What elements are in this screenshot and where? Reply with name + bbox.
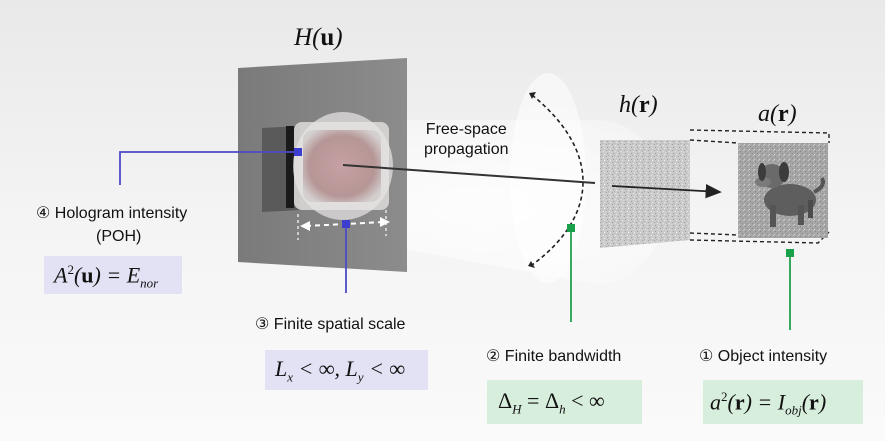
object-box-bottom <box>689 232 739 236</box>
hologram-intensity-sublabel: (POH) <box>96 228 142 245</box>
hologram-intensity-equation: A2(u) = Enor <box>54 262 159 291</box>
psf-plane <box>600 140 690 248</box>
hologram-slm-edge <box>286 126 294 208</box>
constraint-2-number: ② <box>486 348 501 365</box>
wavefront-arrow-bottom <box>528 261 535 268</box>
hologram-pattern <box>303 130 381 202</box>
wavefront-arrow-top <box>529 92 536 99</box>
object-box-top-inner <box>689 139 739 144</box>
object-box-bottom-outer <box>689 231 830 244</box>
spatial-scale-equation-box: Lx < ∞, Ly < ∞ <box>265 350 428 390</box>
bandwidth-equation-box: ΔH = Δh < ∞ <box>487 380 642 424</box>
hologram-intensity-label: ④ Hologram intensity <box>36 203 187 223</box>
spatial-scale-equation: Lx < ∞, Ly < ∞ <box>275 356 406 385</box>
constraint-1-number: ① <box>699 348 714 365</box>
object-intensity-equation-box: a2(r) = Iobj(r) <box>703 380 863 424</box>
spatial-scale-arrow-right <box>380 217 390 227</box>
object-symbol: a(r) <box>758 101 797 127</box>
constraint-3-text: Finite spatial scale <box>273 316 406 333</box>
bandwidth-label: ② Finite bandwidth <box>486 346 621 366</box>
free-space-line2: propagation <box>424 141 509 158</box>
constraint-2-text: Finite bandwidth <box>504 348 622 365</box>
propagation-axis <box>342 164 596 184</box>
object-intensity-label: ① Object intensity <box>699 346 827 366</box>
dog-figure <box>755 162 825 227</box>
constraint-3-number: ③ <box>255 316 270 333</box>
hologram-intensity-callout <box>119 151 298 185</box>
wavefront-arc <box>531 94 584 266</box>
free-space-line1: Free-space <box>425 121 507 138</box>
spatial-scale-marker <box>342 220 350 228</box>
object-intensity-marker <box>786 249 794 257</box>
constraint-4-number: ④ <box>36 205 51 222</box>
psf-symbol: h(r) <box>619 92 658 118</box>
hologram-intensity-marker <box>294 148 302 156</box>
bandwidth-marker <box>567 224 575 232</box>
spatial-scale-arrow-left <box>300 221 310 231</box>
free-space-label: Free-space propagation <box>424 120 509 160</box>
object-intensity-equation: a2(r) = Iobj(r) <box>710 389 827 418</box>
hologram-intensity-equation-box: A2(u) = Enor <box>44 256 182 294</box>
hologram-symbol: H(u) <box>294 24 343 51</box>
spatial-scale-label: ③ Finite spatial scale <box>255 314 405 334</box>
psf-to-object-arrow <box>611 184 722 199</box>
constraint-1-text: Object intensity <box>717 348 828 365</box>
constraint-4-text: Hologram intensity <box>54 205 188 222</box>
bandwidth-equation: ΔH = Δh < ∞ <box>498 388 605 417</box>
